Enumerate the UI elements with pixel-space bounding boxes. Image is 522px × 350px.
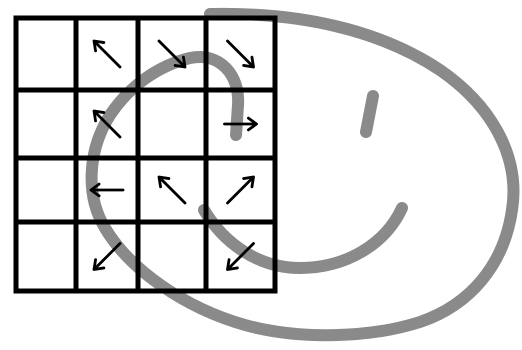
- smiley-mouth-stroke: [204, 208, 402, 268]
- arrow-up-right-icon: [228, 177, 254, 203]
- smiley-eye-stroke: [366, 96, 373, 132]
- smiley-face: [92, 14, 514, 335]
- arrow-left-icon: [91, 184, 123, 196]
- arrow-down-right-icon: [228, 41, 254, 67]
- smiley-outline-stroke: [92, 14, 514, 335]
- arrow-down-left-icon: [94, 244, 120, 270]
- arrow-up-left-icon: [94, 41, 120, 67]
- arrow-up-left-icon: [159, 177, 185, 203]
